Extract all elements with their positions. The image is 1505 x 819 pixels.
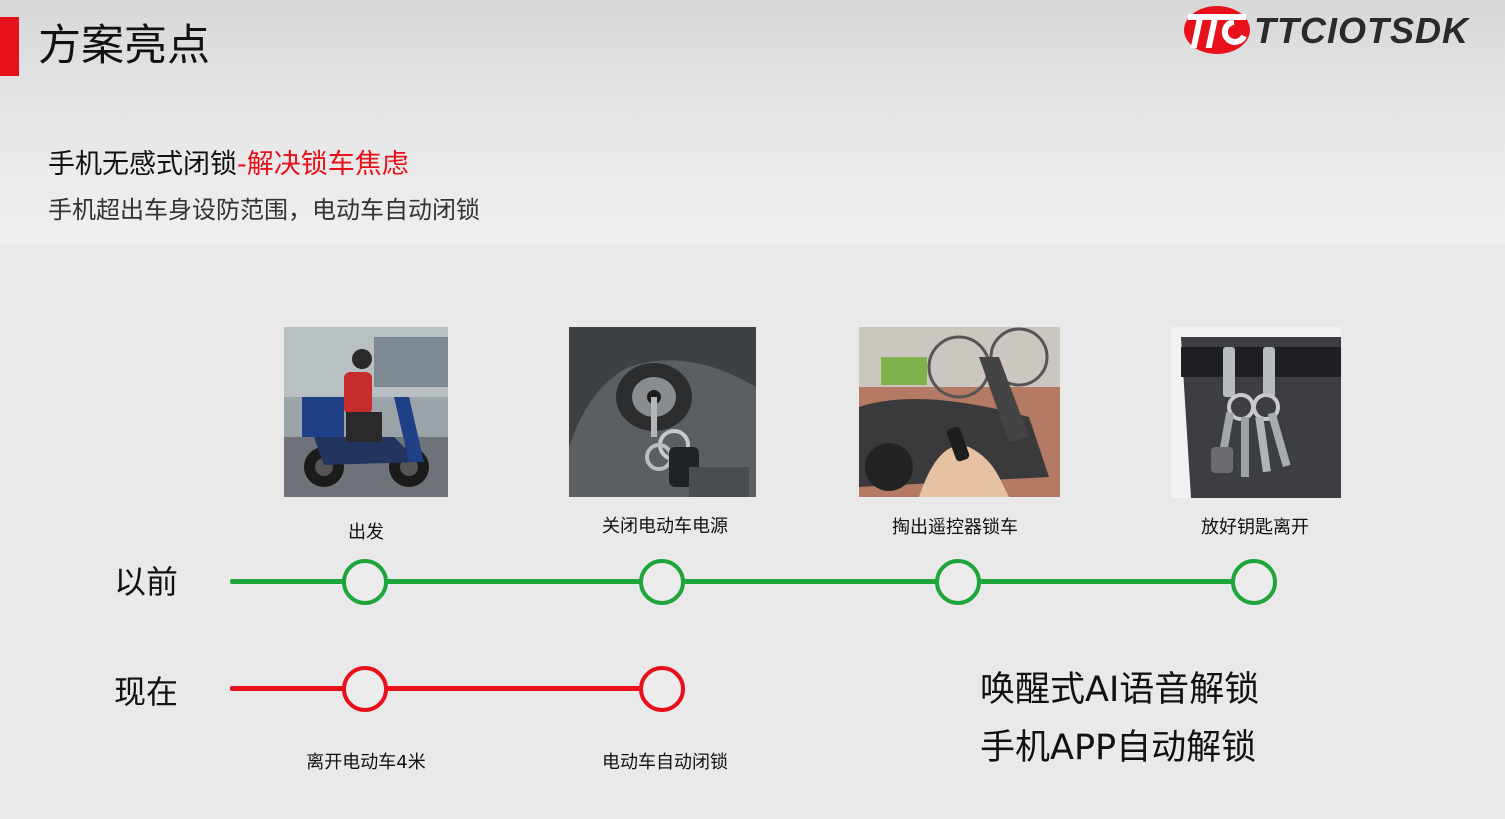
before-step-label: 放好钥匙离开 [1201, 517, 1309, 538]
title-accent-bar [0, 17, 19, 76]
feature-app-unlock: 手机APP自动解锁 [980, 728, 1257, 768]
now-timeline-node [342, 666, 388, 712]
before-timeline-node [639, 559, 685, 605]
now-step-label: 电动车自动闭锁 [602, 752, 728, 773]
ttc-logo-icon [1184, 6, 1250, 54]
page-title: 方案亮点 [38, 21, 210, 71]
before-step-label: 关闭电动车电源 [602, 516, 728, 537]
subtitle-main: 手机无感式闭锁 [48, 149, 237, 180]
before-row-label: 以前 [114, 563, 179, 601]
brand-logo-text: TTCIOTSDK [1254, 10, 1469, 51]
before-timeline-line [230, 579, 1250, 584]
description: 手机超出车身设防范围，电动车自动闭锁 [48, 196, 480, 224]
brand-logo: TTCIOTSDK [1182, 4, 1502, 56]
feature-voice-unlock: 唤醒式AI语音解锁 [980, 670, 1260, 710]
subtitle-highlight: -解决锁车焦虑 [237, 149, 409, 180]
before-step-label: 掏出遥控器锁车 [892, 517, 1018, 538]
keys-on-belt-photo [1171, 327, 1341, 498]
header-band: 方案亮点 TTCIOTSDK 手机无感式闭锁-解决锁车焦虑 手机超出车身设防范围… [0, 0, 1505, 244]
subtitle: 手机无感式闭锁-解决锁车焦虑 [48, 142, 409, 181]
remote-key-photo [859, 327, 1060, 497]
ignition-key-photo [569, 327, 756, 497]
before-timeline-node [342, 559, 388, 605]
before-step-label: 出发 [348, 522, 384, 543]
before-timeline-node [935, 559, 981, 605]
before-timeline-node [1231, 559, 1277, 605]
now-row-label: 现在 [114, 673, 179, 711]
now-timeline-line [230, 686, 660, 691]
now-timeline-node [639, 666, 685, 712]
now-step-label: 离开电动车4米 [306, 752, 426, 773]
scooter-rider-photo [284, 327, 448, 497]
